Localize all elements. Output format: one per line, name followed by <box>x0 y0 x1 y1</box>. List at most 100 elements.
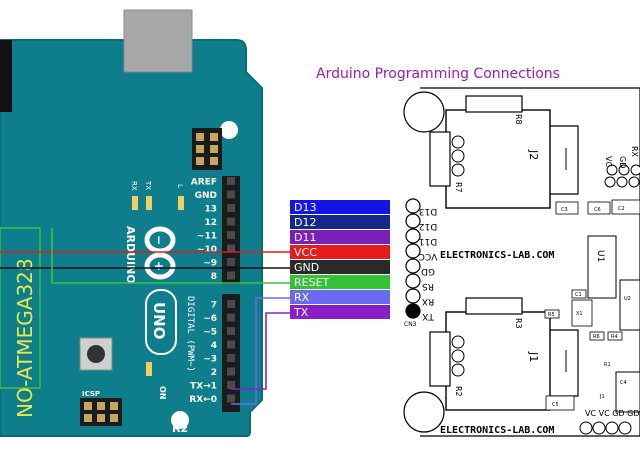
arduino-vertical-label: ARDUINO <box>124 226 137 284</box>
digital-header-bottom <box>222 294 240 412</box>
module-right-pin-gd: GD <box>618 156 627 168</box>
rx-led <box>132 196 138 210</box>
svg-text:−: − <box>152 235 166 245</box>
cn3-pin <box>405 243 421 259</box>
uno-label: UNO <box>150 302 168 340</box>
cn3-pin-label: TX <box>422 311 435 321</box>
cn3-pin-label: D11 <box>419 236 437 246</box>
header-pin-top-hole <box>227 244 235 253</box>
usb-connector <box>123 9 193 73</box>
module-hole <box>403 91 445 133</box>
signal-box <box>290 245 390 259</box>
part-label: R5 <box>548 312 555 318</box>
revision-label: R2 <box>172 422 188 435</box>
cn3-label: CN3 <box>404 321 417 328</box>
tx-led <box>146 196 152 210</box>
cn3-pin <box>405 258 421 274</box>
cn3-pin-label: D12 <box>419 221 437 231</box>
header-pin-top-hole <box>227 258 235 266</box>
l-led <box>178 196 184 210</box>
header-pin-top-hole <box>227 217 235 226</box>
module-right-pin-vc: VC <box>604 156 613 167</box>
signal-label: TX <box>293 306 309 319</box>
cn3-pin-label: VCC <box>419 251 438 261</box>
reset-button <box>79 337 113 371</box>
header-pin-bottom-hole <box>227 381 235 389</box>
header-pin-bottom-label: 4 <box>211 341 217 351</box>
relay-label-j2: J2 <box>527 149 540 160</box>
header-pin-bottom-hole <box>227 340 235 349</box>
cn3-pin-label: RX <box>422 296 434 306</box>
header-pin-bottom-label: 7 <box>211 301 217 311</box>
header-pin-top-hole <box>227 204 235 212</box>
cn3-pin <box>405 303 421 319</box>
module-right-pin-rx: RX <box>630 146 639 158</box>
on-label: ON <box>158 386 167 400</box>
header-pin-top-hole <box>227 231 235 239</box>
header-pin-top-hole <box>227 190 235 199</box>
cn3-pin-label: RS <box>422 281 434 291</box>
header-pin-top-label: GND <box>195 191 217 201</box>
header-pin-bottom-label: RX←0 <box>189 395 217 405</box>
signal-box <box>290 305 390 319</box>
signal-label: VCC <box>294 246 317 259</box>
rx-wire <box>231 297 296 405</box>
header-pin-bottom-label: ~5 <box>203 328 217 338</box>
header-pin-top-label: 13 <box>204 205 217 215</box>
tx-wire <box>231 312 296 390</box>
header-pin-bottom-hole <box>227 300 235 308</box>
wires <box>0 228 296 405</box>
arduino-logo: − + <box>144 226 176 280</box>
on-led <box>146 362 152 376</box>
cn3-pin <box>405 198 421 214</box>
module-bottom-pin-labels: VC VC GD GD <box>585 409 639 418</box>
header-pin-bottom-label: ~6 <box>203 314 217 324</box>
part-label: R1 <box>604 362 611 368</box>
signal-box <box>290 230 390 244</box>
part-label: C1 <box>575 292 582 298</box>
part-label: C6 <box>594 207 601 213</box>
svg-text:+: + <box>152 261 166 271</box>
cn3-pin <box>405 273 421 289</box>
signal-label: RX <box>294 291 310 304</box>
header-pin-bottom-hole <box>227 394 235 403</box>
led-label-rx: RX <box>130 181 138 191</box>
header-pin-bottom-label: TX→1 <box>190 382 217 392</box>
led-label-l: L <box>176 184 184 188</box>
signal-box <box>290 275 390 289</box>
ic-label: U1 <box>595 250 605 262</box>
mounting-hole <box>171 411 189 429</box>
signal-label: D11 <box>294 231 316 244</box>
chip-label: NO-ATMEGA328 <box>13 258 37 418</box>
header-pin-bottom-label: ~3 <box>203 355 217 365</box>
cn3-pin <box>405 228 421 244</box>
part-label: X1 <box>576 311 583 317</box>
icsp-header-top <box>192 128 222 170</box>
reset-wire <box>51 228 296 284</box>
led-label-tx: TX <box>144 180 152 190</box>
header-pin-top-hole <box>227 177 235 185</box>
header-pin-bottom-hole <box>227 327 235 335</box>
part-label: J1 <box>599 394 605 400</box>
digital-label: DIGITAL (PWM~) <box>185 296 195 372</box>
part-label: R6 <box>593 334 600 340</box>
module-brand-bottom: ELECTRONICS-LAB.COM <box>440 425 554 436</box>
icsp-header-bottom <box>80 398 122 426</box>
resistor-label-r7: R7 <box>454 182 463 193</box>
header-pin-top-label: AREF <box>191 178 217 188</box>
header-pin-top-label: ~11 <box>197 232 217 242</box>
signal-box <box>290 260 390 274</box>
header-pin-top-label: 8 <box>211 272 217 282</box>
signal-box <box>290 215 390 229</box>
part-label: C5 <box>552 402 559 408</box>
header-pin-bottom-label: 2 <box>211 368 217 378</box>
digital-header-top <box>222 176 240 284</box>
module-brand-top: ELECTRONICS-LAB.COM <box>440 250 554 261</box>
module-hole <box>403 391 445 433</box>
part-label: C2 <box>618 206 625 212</box>
header-pin-top-label: ~10 <box>197 245 217 255</box>
